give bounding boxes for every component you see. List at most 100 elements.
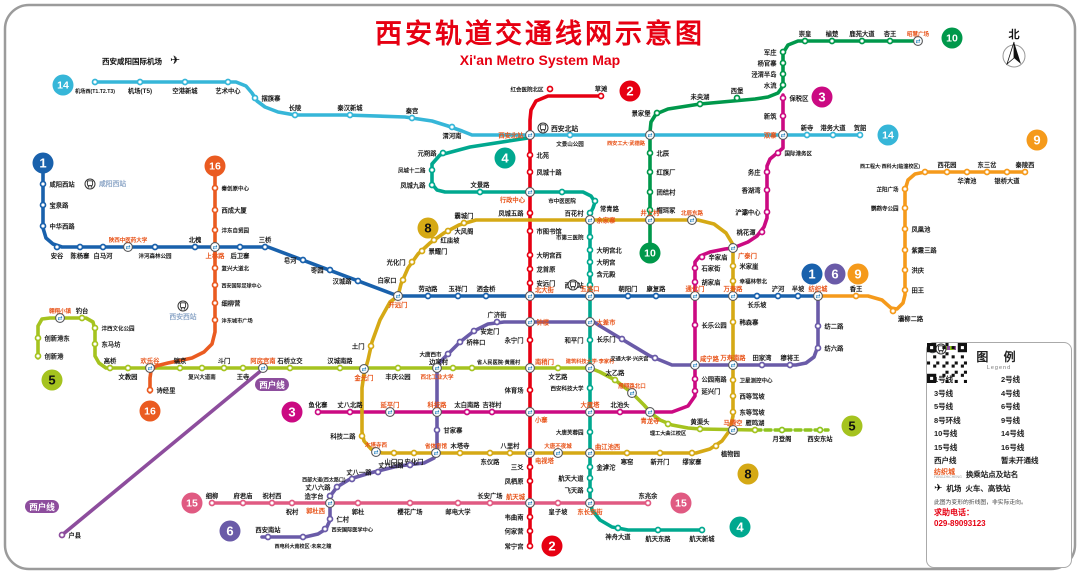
station-label-东三岔: 东三岔 (978, 160, 998, 169)
svg-text:1: 1 (808, 266, 815, 281)
station-金光门: ⇄金光门 (354, 364, 373, 382)
station-咸宁路: ⇄咸宁路 (690, 354, 720, 370)
svg-text:⇄: ⇄ (731, 363, 736, 369)
svg-text:⇄: ⇄ (630, 391, 635, 397)
legend-entry-3号线: 3号线 (927, 344, 997, 399)
station-label-康复路: 康复路 (647, 284, 667, 293)
station-通化门: ⇄通化门 (686, 284, 704, 301)
station-米家崖: 米家崖 (729, 261, 759, 270)
station-label-机场(T5): 机场(T5) (128, 86, 152, 95)
svg-text:⇄: ⇄ (731, 246, 736, 252)
station-label-洪庆: 洪庆 (912, 265, 925, 274)
station-东长安街: ⇄东长安街 (577, 498, 603, 516)
station-label-西安东站: 西安东站 (807, 434, 833, 443)
line-badge-6: 6 (824, 263, 846, 285)
svg-text:14: 14 (882, 130, 894, 142)
station-label-凤城十路: 凤城十路 (537, 167, 563, 176)
station-余家寨: ⇄余家寨 (585, 215, 616, 225)
station-label-金滹沱: 金滹沱 (596, 462, 617, 471)
station-label-未央湖: 未央湖 (691, 92, 710, 101)
legend-entry-2号线: 2号线 (927, 344, 1064, 385)
station-label-高桥: 高桥 (104, 356, 117, 365)
station-军庄: 军庄 (764, 47, 787, 56)
station-永宁门: 永宁门 (504, 335, 534, 344)
station-label-桥梓口: 桥梓口 (467, 337, 486, 346)
svg-text:⇄: ⇄ (396, 294, 401, 300)
station-北池头: 北池头 (611, 400, 630, 416)
station-label-长乐坡: 长乐坡 (748, 300, 768, 309)
station-label-市图书馆: 市图书馆 (537, 226, 563, 235)
station-井上村: ⇄井上村 (641, 208, 660, 225)
station-八里村: 八里村 (500, 441, 520, 457)
airport-mark: ✈西安咸阳国际机场 (102, 53, 180, 67)
station-霸城门: 霸城门 (455, 211, 473, 227)
railway-station-mark: 西安北站 (537, 122, 578, 134)
station-土门: 土门 (352, 341, 375, 350)
station-label-木塔寺: 木塔寺 (450, 441, 471, 450)
station-label-东马坊: 东马坊 (102, 339, 122, 348)
svg-text:4: 4 (501, 150, 509, 165)
station-label-芷阳广场: 芷阳广场 (876, 185, 899, 193)
svg-text:15: 15 (186, 498, 198, 510)
svg-text:5: 5 (48, 372, 55, 387)
station-沣西文化公园: 沣西文化公园 (91, 324, 135, 332)
station-label-百花村: 百花村 (565, 208, 585, 217)
station-label-安定门: 安定门 (481, 326, 500, 335)
station-国际港务区: 国际港务区 (774, 149, 813, 157)
station-label-细柳: 细柳 (206, 491, 219, 500)
station-label-国际港务区: 国际港务区 (785, 149, 813, 157)
line-badge-16: 16 (204, 155, 226, 177)
station-label-省体育馆: 省体育馆 (424, 442, 448, 450)
station-西安工大·武德路: ⇄西安工大·武德路 (607, 130, 655, 147)
station-label-务庄: 务庄 (748, 167, 761, 176)
station-label-西安国际医学中心: 西安国际医学中心 (332, 525, 374, 533)
station-label-草滩: 草滩 (595, 84, 608, 93)
station-复兴大道北: 复兴大道北 (211, 264, 250, 272)
station-三桥: 三桥 (259, 235, 272, 251)
station-label-凤凰池: 凤凰池 (912, 224, 932, 233)
svg-text:⇄: ⇄ (388, 410, 393, 416)
station-label-光化门: 光化门 (386, 257, 406, 266)
station-label-新寺: 新寺 (801, 123, 814, 132)
station-label-浐河: 浐河 (772, 284, 785, 293)
station-label-小寨: 小寨 (534, 415, 548, 424)
station-省人民医院·黄雁村: 省人民医院·黄雁村 (468, 358, 521, 372)
line-badge-15: 15 (181, 492, 203, 514)
line-3 (316, 93, 785, 414)
station-府君庙: 府君庙 (234, 491, 253, 507)
station-祝村西: 祝村西 (263, 491, 282, 507)
station-label-红会医院北区: 红会医院北区 (510, 85, 544, 93)
station-label-陕西中医药大学: 陕西中医药大学 (109, 236, 148, 244)
legend-entry-14号线: 14号线 (927, 344, 1064, 439)
station-皂河: 皂河 (284, 255, 307, 264)
station-安定门: 安定门 (470, 326, 500, 335)
station-仁村: 仁村 (326, 514, 350, 523)
station-label-户县: 户县 (69, 530, 82, 539)
station-寒窑: 寒窑 (620, 449, 634, 466)
station-省体育馆: ⇄省体育馆 (424, 442, 448, 458)
station-label-樱花广场: 樱花广场 (397, 507, 423, 516)
station-洒金桥: 洒金桥 (477, 284, 497, 300)
station-label-造字台: 造字台 (305, 491, 324, 500)
station-label-后卫寨: 后卫寨 (231, 251, 251, 260)
station-label-洒金桥: 洒金桥 (477, 284, 497, 293)
station-劳动路: 劳动路 (419, 284, 438, 300)
station-label-万寿南路: 万寿南路 (719, 353, 746, 362)
station-label-理工大曲江校区: 理工大曲江校区 (650, 429, 687, 437)
station-label-常宁宫: 常宁宫 (505, 541, 524, 550)
station-label-三桥: 三桥 (259, 235, 272, 244)
station-凤城五路: 凤城五路 (498, 208, 534, 217)
svg-text:⇄: ⇄ (528, 501, 533, 507)
svg-text:⇄: ⇄ (435, 410, 440, 416)
line-badge-14: 14 (52, 74, 74, 96)
station-label-航天新城: 航天新城 (689, 534, 715, 543)
station-label-北辰东路: 北辰东路 (681, 209, 704, 217)
station-港务大道: 港务大道 (820, 123, 846, 139)
station-label-创新港东: 创新港东 (44, 333, 71, 342)
station-label-西工程大·西科大(临潼校区): 西工程大·西科大(临潼校区) (860, 163, 920, 170)
station-鹦鹉寺公园: 鹦鹉寺公园 (870, 204, 909, 212)
station-青龙寺: ⇄青龙寺 (641, 407, 660, 425)
station-label-凤栖原: 凤栖原 (505, 476, 525, 485)
station-label-安化门: 安化门 (405, 457, 424, 466)
